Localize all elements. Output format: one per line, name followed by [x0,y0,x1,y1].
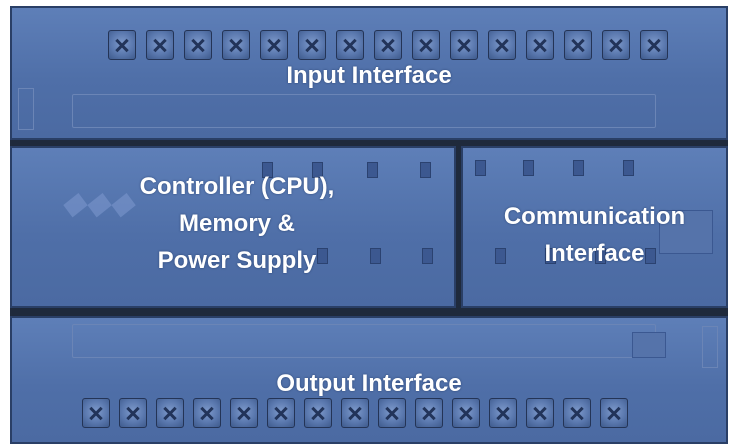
side-tab [18,88,34,130]
output-interface-panel: Output Interface [10,316,728,444]
communication-panel: Communication Interface [461,146,728,308]
terminal-screw-icon [489,398,517,428]
terminal-screw-icon [412,30,440,60]
indicator-led [367,162,378,178]
terminal-screw-icon [267,398,295,428]
terminal-screw-icon [526,398,554,428]
terminal-screw-icon [415,398,443,428]
terminal-screw-icon [119,398,147,428]
indicator-led [545,248,556,264]
terminal-screw-icon [82,398,110,428]
controller-label-line-2: Memory & [178,210,296,237]
indicator-led [573,160,584,176]
terminal-screw-icon [640,30,668,60]
output-interface-label: Output Interface [276,370,462,397]
controller-label-line-3: Power Supply [157,247,317,274]
controller-label-line-1: Controller (CPU), [139,173,335,200]
indicator-led [595,248,606,264]
indicator-led [370,248,381,264]
terminal-screw-icon [146,30,174,60]
indicator-led [262,162,273,178]
terminal-screw-icon [450,30,478,60]
terminal-screw-icon [260,30,288,60]
terminal-screw-icon [563,398,591,428]
terminal-screw-icon [526,30,554,60]
indicator-led [645,248,656,264]
terminal-screw-icon [452,398,480,428]
input-interface-panel: Input Interface [10,6,728,140]
input-terminal-strip [72,94,656,128]
separator-bottom [10,306,728,318]
indicator-led [420,162,431,178]
terminal-screw-icon [488,30,516,60]
terminal-screw-icon [600,398,628,428]
terminal-screw-icon [602,30,630,60]
controller-panel: ◆◆◆ Controller (CPU), Memory & Power Sup… [10,146,456,308]
output-screw-row [12,398,726,438]
terminal-screw-icon [304,398,332,428]
input-interface-label: Input Interface [286,62,452,89]
communication-port-icon [659,210,713,254]
terminal-screw-icon [156,398,184,428]
terminal-screw-icon [184,30,212,60]
indicator-led [523,160,534,176]
terminal-screw-icon [564,30,592,60]
terminal-screw-icon [108,30,136,60]
separator-middle [454,146,463,308]
communication-label-line-1: Communication [503,203,686,230]
brand-logo: ◆◆◆ [62,187,135,220]
indicator-led [422,248,433,264]
controller-label: Controller (CPU), Memory & Power Supply [72,168,402,279]
terminal-screw-icon [374,30,402,60]
terminal-screw-icon [298,30,326,60]
output-terminal-strip [72,324,656,358]
indicator-led [623,160,634,176]
side-tab [702,326,718,368]
separator-top [10,138,728,148]
terminal-screw-icon [222,30,250,60]
communication-label-line-2: Interface [544,240,645,267]
terminal-screw-icon [230,398,258,428]
communication-label: Communication Interface [463,198,726,272]
input-screw-row [12,30,726,70]
indicator-led [312,162,323,178]
terminal-screw-icon [336,30,364,60]
output-port-icon [632,332,666,358]
terminal-screw-icon [378,398,406,428]
indicator-led [317,248,328,264]
terminal-screw-icon [193,398,221,428]
terminal-screw-icon [341,398,369,428]
indicator-led [495,248,506,264]
indicator-led [475,160,486,176]
